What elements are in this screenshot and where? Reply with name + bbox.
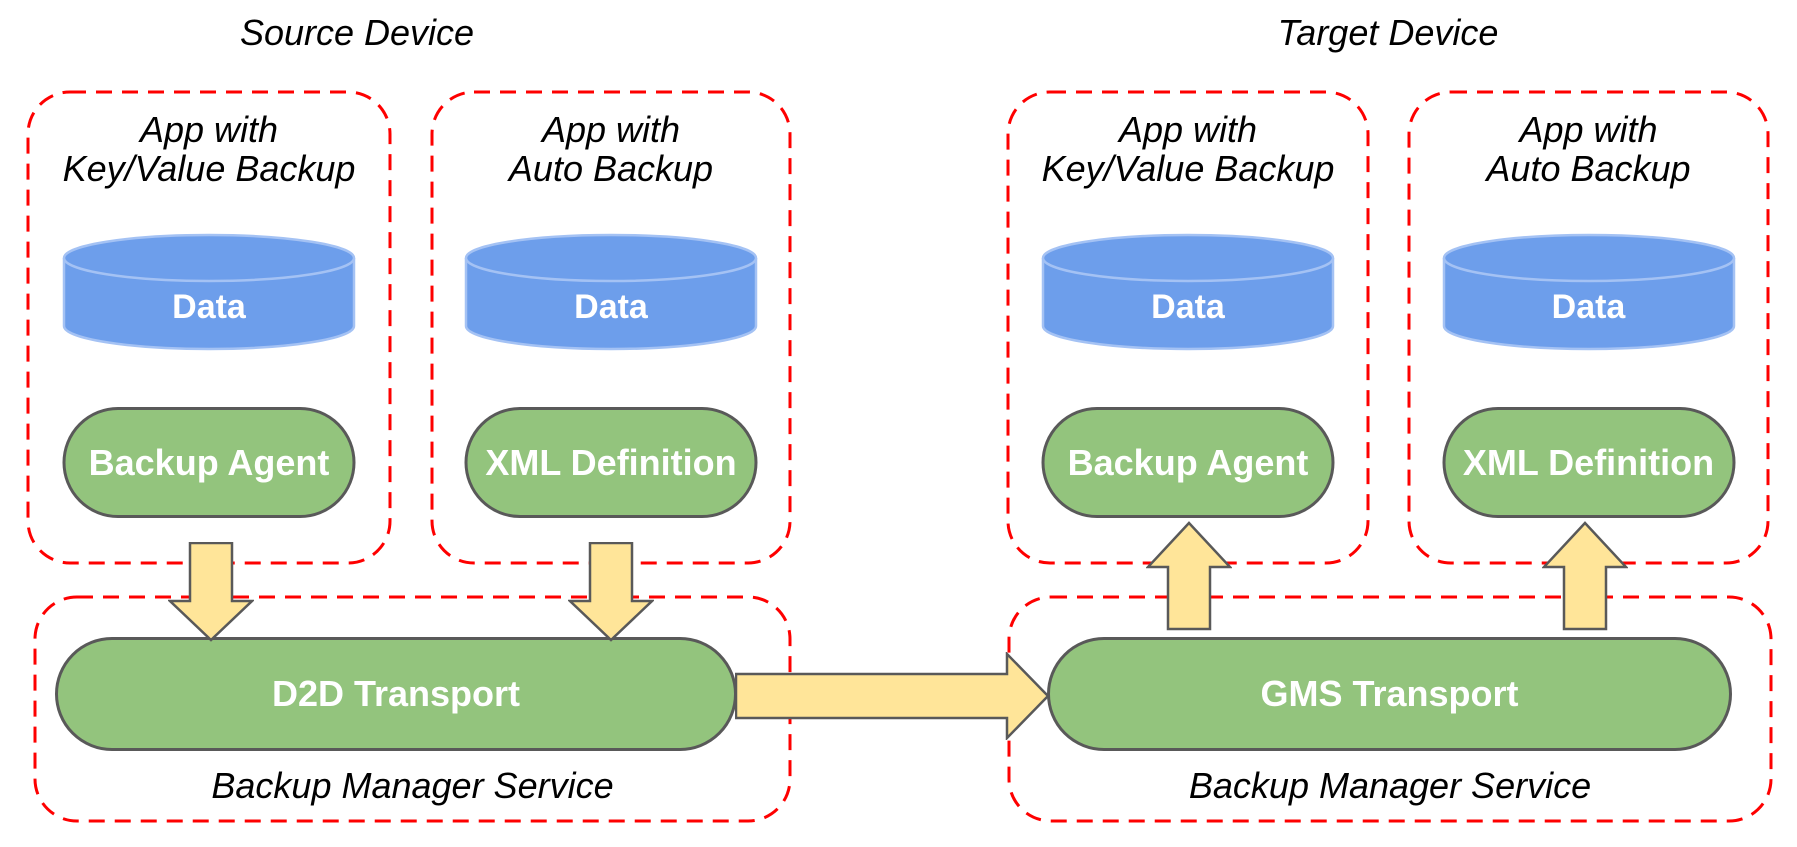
arrow-up-icon xyxy=(1542,521,1628,631)
xml-definition-pill: XML Definition xyxy=(464,407,758,518)
gms-transport-pill: GMS Transport xyxy=(1047,637,1732,751)
data-store: Data xyxy=(1041,233,1335,351)
backup-manager-box-target: GMS Transport Backup Manager Service xyxy=(1007,595,1773,823)
app-box-source-keyvalue: App with Key/Value Backup Data Backup Ag… xyxy=(26,90,392,565)
backup-manager-box-source: D2D Transport Backup Manager Service xyxy=(33,595,792,823)
app-label: App with Auto Backup xyxy=(1486,109,1691,189)
arrow-up-icon xyxy=(1146,521,1232,631)
arrow-right-icon xyxy=(735,652,1050,740)
target-device-title: Target Device xyxy=(1277,12,1499,53)
database-cylinder-icon xyxy=(1442,233,1735,351)
backup-manager-service-label: Backup Manager Service xyxy=(211,765,614,806)
dashed-border-icon xyxy=(1007,595,1773,823)
d2d-transport-pill: D2D Transport xyxy=(55,637,737,751)
xml-definition-pill: XML Definition xyxy=(1442,407,1735,518)
dashed-border-icon xyxy=(1006,90,1370,565)
data-label: Data xyxy=(172,287,246,326)
backup-manager-service-label: Backup Manager Service xyxy=(1188,765,1592,806)
data-label: Data xyxy=(1551,287,1626,326)
dashed-border-icon xyxy=(430,90,792,565)
data-label: Data xyxy=(1151,287,1225,326)
data-store: Data xyxy=(62,233,356,351)
app-label: App with Key/Value Backup xyxy=(1041,109,1335,189)
source-device-title: Source Device xyxy=(239,12,475,53)
data-label: Data xyxy=(574,287,648,326)
dashed-border-icon xyxy=(26,90,392,565)
data-store: Data xyxy=(1442,233,1736,351)
app-box-target-keyvalue: App with Key/Value Backup Data Backup Ag… xyxy=(1006,90,1370,565)
backup-agent-pill: Backup Agent xyxy=(62,407,356,518)
app-label: App with Auto Backup xyxy=(508,109,714,189)
database-cylinder-icon xyxy=(464,233,758,351)
data-store: Data xyxy=(464,233,758,351)
app-box-target-auto: App with Auto Backup Data XML Definition xyxy=(1407,90,1770,565)
app-box-source-auto: App with Auto Backup Data XML Definition xyxy=(430,90,792,565)
database-cylinder-icon xyxy=(62,233,356,351)
backup-agent-pill: Backup Agent xyxy=(1041,407,1335,518)
arrow-down-icon xyxy=(568,542,654,642)
app-label: App with Key/Value Backup xyxy=(62,109,356,189)
arrow-down-icon xyxy=(168,542,254,642)
dashed-border-icon xyxy=(1407,90,1770,565)
database-cylinder-icon xyxy=(1041,233,1335,351)
